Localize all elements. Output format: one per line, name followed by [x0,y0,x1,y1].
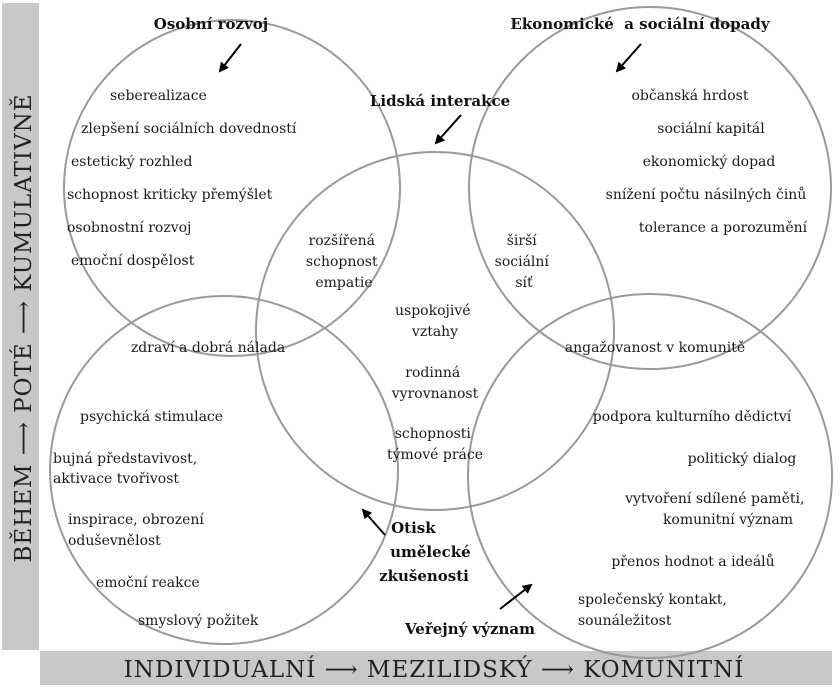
public-item: politický dialog [688,450,797,467]
circle-public-meaning [467,293,833,659]
center-item: rodinná vyrovnanost [391,365,479,402]
public-item: společenský kontakt, sounáležitost [578,591,731,629]
artistic-item: emoční reakce [96,575,200,591]
personal-item: seberealizace [110,88,207,104]
title-human-interaction: Lidská interakce [370,92,510,110]
public-item: přenos hodnot a ideálů [611,553,774,570]
personal-item: emoční dospělost [71,253,195,269]
economic-item: občanská hrdost [632,88,749,104]
vertical-axis-band [2,3,39,650]
public-item: podpora kulturního dědictví [593,409,792,425]
economic-item: sociální kapitál [657,121,765,137]
overlap-community: angažovanost v komunitě [565,340,745,356]
circle-economic-social-impact [468,6,832,370]
title-artistic-line-2: umělecké [390,543,471,561]
artistic-item: psychická stimulace [80,409,223,425]
circle-human-interaction [255,151,615,511]
arrow-artistic [361,508,386,536]
circle-artistic-impression [49,295,399,645]
overlap-health: zdraví a dobrá nálada [131,340,285,356]
title-artistic-line-3: zkušenosti [379,567,469,585]
title-artistic-impression: Otisk umělecké zkušenosti [379,519,476,585]
public-item: vytvoření sdílené paměti, komunitní význ… [624,491,809,528]
center-item: schopnosti týmové práce [387,426,483,463]
title-personal-development: Osobní rozvoj [154,15,268,33]
overlap-empathy: rozšířená schopnost empatie [306,232,382,291]
artistic-item: smyslový požitek [138,612,259,629]
arrow-human-interaction [434,114,462,145]
artistic-item: bujná představivost, aktivace tvořivost [53,451,202,487]
artistic-item: inspirace, obrození oduševnělost [68,512,208,549]
vertical-axis-label: BĚHEM ⟶ POTÉ ⟶ KUMULATIVNĚ [10,94,37,563]
title-public-meaning: Veřejný význam [404,620,535,638]
personal-item: osobnostní rozvoj [67,220,191,236]
circle-personal-development [63,19,401,357]
personal-item: estetický rozhled [71,153,192,170]
economic-item: snížení počtu násilných činů [606,186,807,203]
overlap-social-network: širší sociální síť [495,232,554,291]
personal-item: schopnost kriticky přemýšlet [67,186,273,203]
title-artistic-line-1: Otisk [391,519,436,537]
arrow-public [499,583,533,610]
center-item: uspokojivé vztahy [395,303,475,340]
arrow-personal [218,43,242,73]
horizontal-axis-label: INDIVIDUALNÍ ⟶ MEZILIDSKÝ ⟶ KOMUNITNÍ [124,656,745,683]
title-economic-social: Ekonomické a sociální dopady [510,15,770,33]
personal-item: zlepšení sociálních dovedností [81,120,297,137]
horizontal-axis-band [40,651,832,685]
economic-item: tolerance a porozumění [639,220,808,236]
economic-item: ekonomický dopad [643,153,776,170]
arrow-economic [615,43,642,73]
